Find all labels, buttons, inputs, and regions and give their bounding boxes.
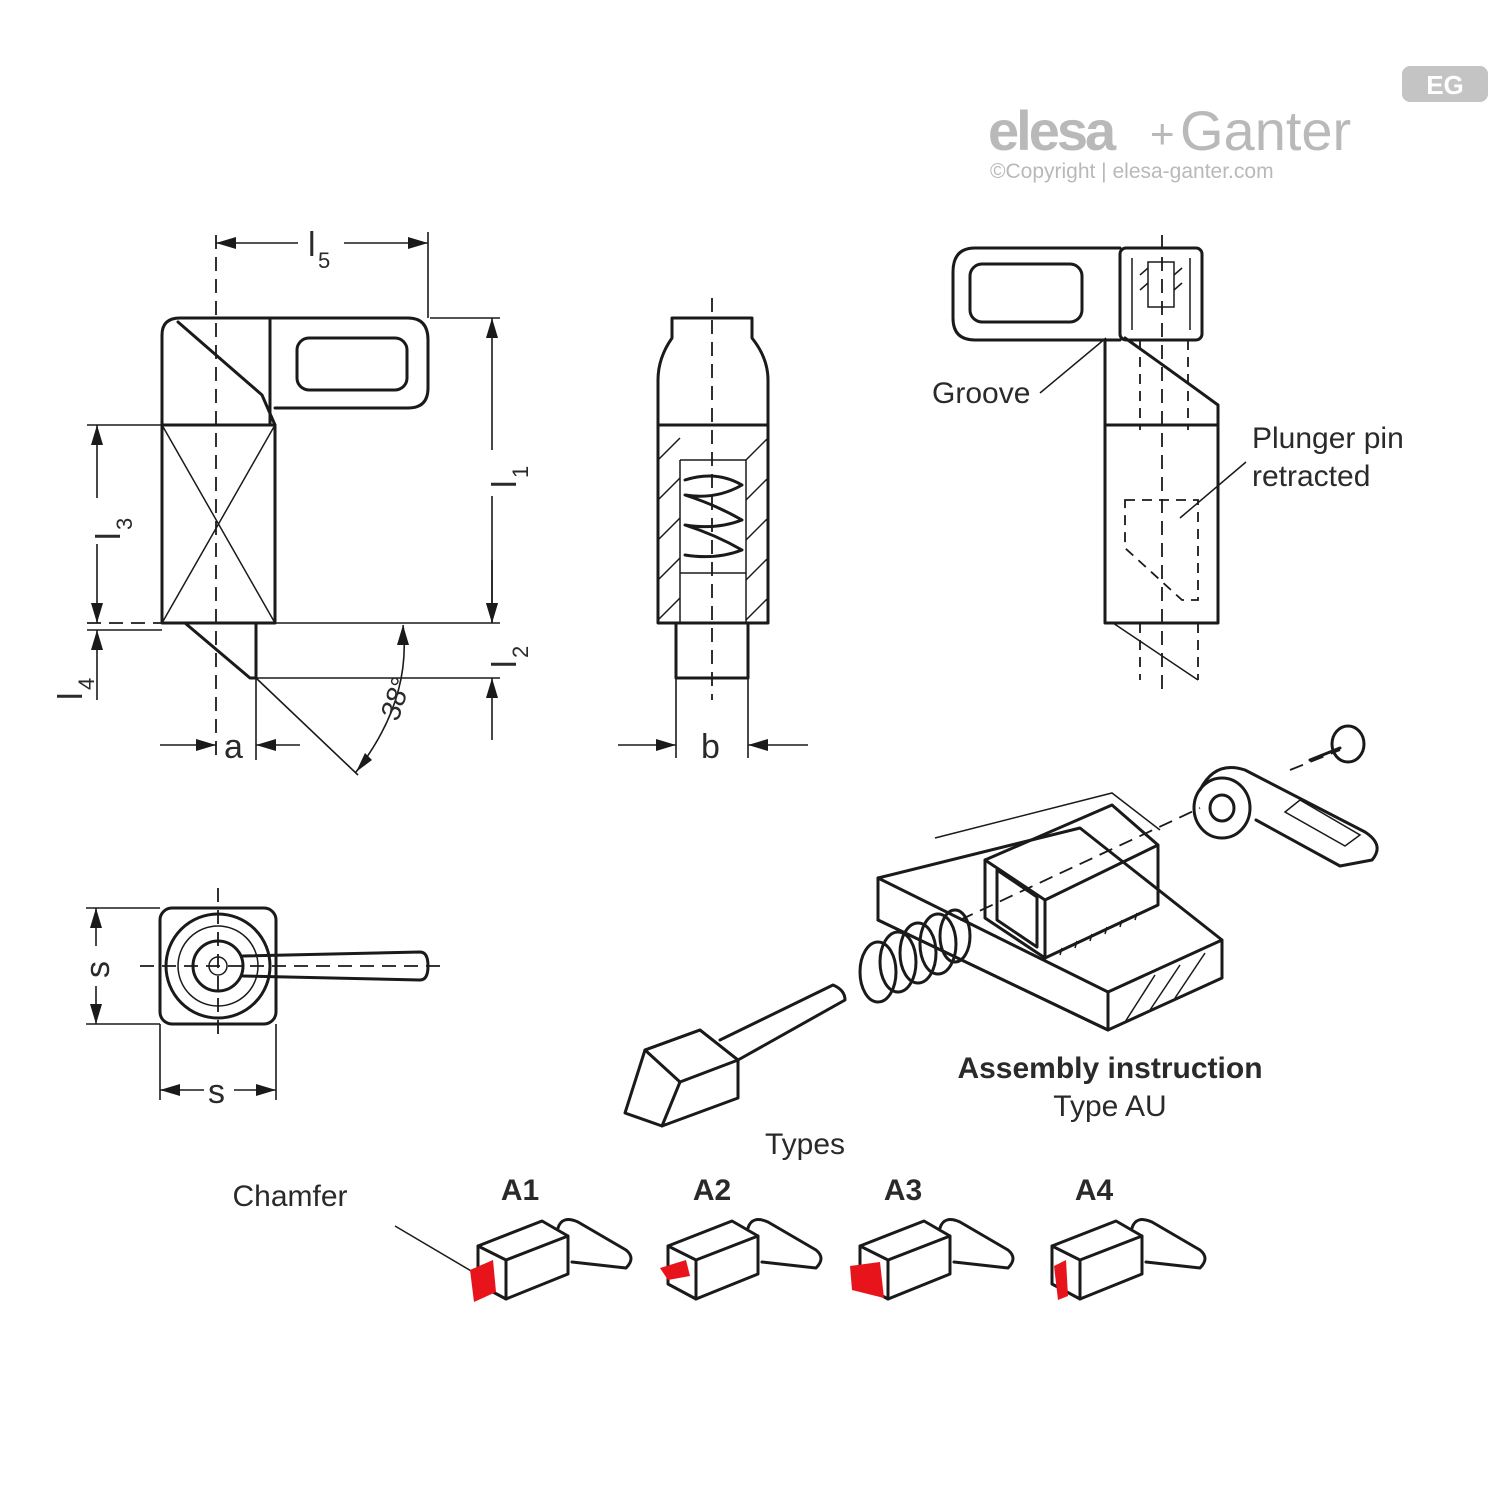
dim-l5: l bbox=[308, 226, 316, 264]
label-plunger-line1: Plunger pin bbox=[1252, 422, 1404, 455]
logo-copyright: ©Copyright | elesa-ganter.com bbox=[990, 160, 1274, 183]
dim-s-horizontal: s bbox=[208, 1073, 225, 1111]
chamfer-highlight-a1 bbox=[470, 1260, 496, 1302]
top-view: s s bbox=[79, 888, 440, 1111]
dim-l4-sub: 4 bbox=[74, 678, 99, 690]
logo-brand-left: elesa bbox=[988, 99, 1117, 162]
logo-brand-plus: + bbox=[1150, 110, 1175, 157]
dim-a: a bbox=[224, 728, 243, 766]
logo-badge: EG bbox=[1426, 70, 1464, 100]
dim-b: b bbox=[701, 728, 720, 766]
dim-l3: l bbox=[90, 532, 128, 540]
side-view-handle-slot bbox=[295, 336, 409, 392]
side-view-cap bbox=[160, 316, 272, 427]
dim-s-vertical: s bbox=[79, 961, 117, 978]
type-a1-illustration: A1 bbox=[470, 1174, 633, 1302]
chamfer-highlight-a2 bbox=[660, 1260, 690, 1280]
chamfer-label: Chamfer bbox=[232, 1180, 347, 1213]
side-view-plunger bbox=[183, 621, 258, 680]
brand-logo: EG elesa + Ganter ©Copyright | elesa-gan… bbox=[988, 66, 1488, 183]
assembly-type: Type AU bbox=[1053, 1090, 1166, 1123]
dim-l1: l bbox=[486, 480, 524, 488]
type-a4-illustration: A4 bbox=[1050, 1174, 1207, 1301]
types-heading: Types bbox=[765, 1128, 845, 1161]
dim-l3-sub: 3 bbox=[112, 518, 137, 530]
assembly-title: Assembly instruction bbox=[957, 1052, 1262, 1085]
chamfer-highlight-a4 bbox=[1054, 1260, 1068, 1300]
type-a4-label: A4 bbox=[1075, 1174, 1114, 1207]
logo-badge-box bbox=[1402, 66, 1488, 102]
retracted-view: Groove Plunger pin retracted bbox=[932, 235, 1404, 695]
side-view: l 5 l 1 l 3 l 4 bbox=[52, 222, 533, 776]
side-view-groove bbox=[176, 320, 277, 427]
dim-l1-sub: 1 bbox=[508, 466, 533, 478]
type-a3-label: A3 bbox=[884, 1174, 922, 1207]
dim-angle: 38° bbox=[374, 674, 417, 724]
type-a2-illustration: A2 bbox=[660, 1174, 823, 1301]
side-view-handle bbox=[256, 316, 430, 410]
type-a2-label: A2 bbox=[693, 1174, 731, 1207]
type-a1-label: A1 bbox=[501, 1174, 539, 1207]
side-view-body bbox=[160, 423, 277, 625]
dim-l2-sub: 2 bbox=[508, 646, 533, 658]
type-a3-illustration: A3 bbox=[850, 1174, 1015, 1301]
front-section-view: b bbox=[618, 298, 808, 766]
types-section: Types Chamfer A1 A2 A3 bbox=[232, 1128, 1207, 1302]
spring bbox=[683, 474, 744, 559]
dim-l4: l bbox=[52, 692, 90, 700]
label-plunger-line2: retracted bbox=[1252, 460, 1370, 493]
dim-l2: l bbox=[486, 660, 524, 668]
label-groove: Groove bbox=[932, 377, 1030, 410]
assembly-illustration: Assembly instruction Type AU bbox=[623, 724, 1379, 1128]
logo-brand-right: Ganter bbox=[1180, 99, 1351, 162]
dim-l5-sub: 5 bbox=[318, 248, 330, 273]
chamfer-highlight-a3 bbox=[850, 1262, 884, 1298]
